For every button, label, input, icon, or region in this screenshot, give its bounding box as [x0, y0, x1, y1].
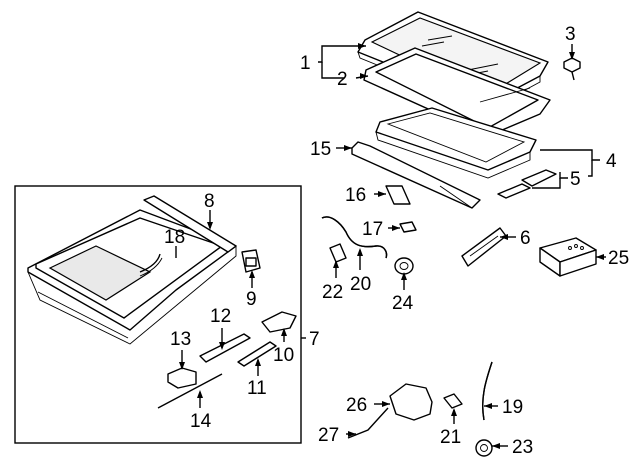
- hose-19-part[interactable]: [482, 361, 493, 421]
- leader-lines: [175, 43, 606, 449]
- motor-9-part[interactable]: [241, 249, 261, 273]
- callout-9: 9: [246, 289, 257, 310]
- callout-20: 20: [350, 274, 371, 295]
- callout-4: 4: [606, 151, 617, 172]
- callout-5: 5: [570, 169, 581, 190]
- callout-27: 27: [318, 425, 339, 446]
- callout-15: 15: [310, 139, 331, 160]
- hose-27-part[interactable]: [347, 407, 389, 439]
- callout-25: 25: [608, 248, 629, 269]
- assembly-7-box: [14, 185, 302, 444]
- glass-seal-part[interactable]: [363, 47, 551, 137]
- callout-10: 10: [273, 345, 294, 366]
- cable-12-part[interactable]: [199, 333, 251, 363]
- callout-1: 1: [300, 53, 311, 74]
- callout-3: 3: [565, 24, 576, 45]
- clip-22-part[interactable]: [329, 243, 347, 263]
- callout-8: 8: [204, 191, 215, 212]
- rail-8-part[interactable]: [143, 195, 237, 253]
- guide-parts[interactable]: [497, 169, 557, 199]
- guide-11-part[interactable]: [237, 341, 277, 367]
- grommet-23-part[interactable]: [475, 439, 493, 457]
- callout-14: 14: [190, 411, 212, 432]
- callout-2: 2: [337, 69, 348, 90]
- callout-16: 16: [345, 185, 366, 206]
- callout-12: 12: [210, 306, 231, 327]
- callout-21: 21: [440, 427, 461, 448]
- motor-26-part[interactable]: [389, 383, 433, 421]
- spacer-part[interactable]: [385, 185, 411, 205]
- bolt-part[interactable]: [563, 57, 581, 81]
- callout-6: 6: [520, 228, 531, 249]
- callout-18: 18: [164, 227, 185, 248]
- callout-22: 22: [322, 282, 343, 303]
- clip-21-part[interactable]: [443, 393, 463, 409]
- cable-14-part[interactable]: [157, 373, 223, 409]
- callout-7: 7: [309, 329, 320, 350]
- callout-26: 26: [346, 395, 367, 416]
- callout-24: 24: [392, 293, 414, 314]
- hose-18-part[interactable]: [139, 253, 163, 277]
- callout-17: 17: [362, 219, 383, 240]
- sunshade-part[interactable]: [375, 107, 537, 179]
- callout-19: 19: [502, 397, 523, 418]
- clip-17-part[interactable]: [399, 221, 417, 233]
- bracket-13-part[interactable]: [167, 367, 197, 389]
- deflector-part[interactable]: [461, 227, 507, 267]
- callout-11: 11: [247, 378, 267, 399]
- drain-hose-20-part[interactable]: [321, 216, 388, 259]
- callout-13: 13: [170, 329, 191, 350]
- callout-23: 23: [512, 437, 533, 458]
- grommet-24-part[interactable]: [394, 257, 414, 275]
- housing-frame-part[interactable]: [27, 209, 237, 345]
- weatherstrip-part[interactable]: [351, 141, 481, 209]
- control-module-part[interactable]: [539, 237, 597, 277]
- bracket-10-part[interactable]: [261, 311, 297, 333]
